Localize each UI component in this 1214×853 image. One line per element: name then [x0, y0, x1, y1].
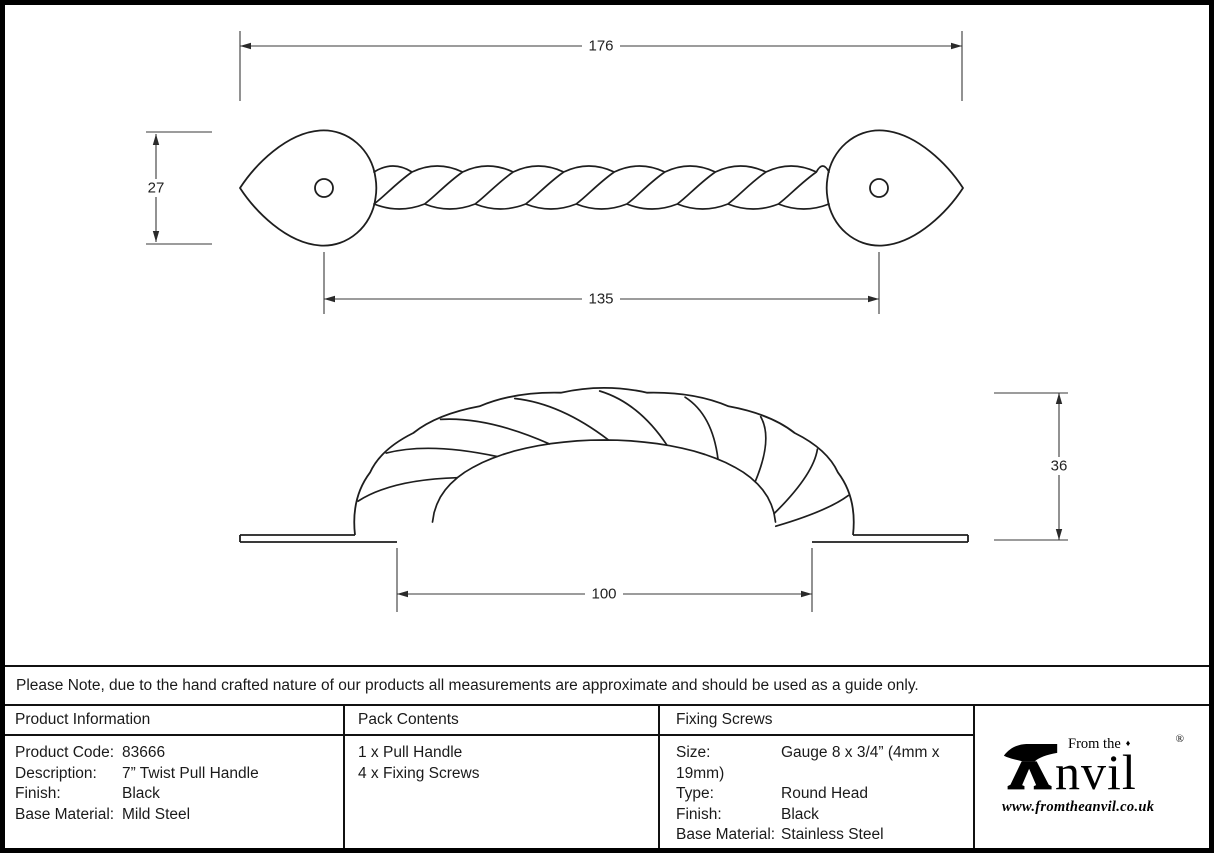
dim-label-176: 176	[588, 38, 613, 55]
top-view	[239, 129, 964, 247]
row-label: Size:	[676, 744, 711, 761]
right-finial	[825, 129, 964, 247]
wordmark-nvil: nvil	[1055, 744, 1137, 800]
table-row: Size:Gauge 8 x 3/4” (4mm x 19mm)	[676, 743, 973, 784]
rope-twist-top-view	[373, 165, 830, 210]
arch-inner-edge	[431, 439, 777, 523]
row-value: 83666	[122, 744, 166, 761]
table-row: Description: 7” Twist Pull Handle	[15, 764, 343, 785]
row-value: Round Head	[781, 785, 869, 802]
left-finial	[239, 129, 378, 247]
table-row: Product Code: 83666	[15, 743, 343, 764]
table-row: Type: Round Head	[676, 784, 973, 805]
row-label: Finish:	[676, 805, 722, 823]
dimension-plate-width: 27	[141, 131, 212, 245]
row-value: Gauge 8 x 3/4” (4mm x 19mm)	[676, 744, 940, 782]
measurement-note-text: Please Note, due to the hand crafted nat…	[16, 676, 919, 694]
header-fixing-screws: Fixing Screws	[660, 706, 975, 736]
row-value: Mild Steel	[122, 805, 191, 823]
dim-label-27: 27	[148, 180, 165, 197]
list-item: 1 x Pull Handle	[358, 744, 463, 761]
header-pack-contents: Pack Contents	[345, 706, 660, 736]
dim-label-135: 135	[588, 291, 613, 308]
dim-label-36: 36	[1051, 458, 1068, 475]
technical-drawing: 176 27 135 100 36	[141, 31, 1075, 612]
rope-twist-side-view	[357, 390, 850, 528]
from-the-anvil-logo: nvil From the♦ ® www.fromtheanvil.co.uk	[1002, 733, 1184, 816]
row-value: Black	[781, 805, 819, 823]
dim-label-100: 100	[591, 586, 616, 603]
row-label: Base Material:	[676, 826, 776, 843]
dimension-fixing-centres: 100	[396, 548, 813, 612]
header-product-information: Product Information	[5, 706, 345, 736]
row-value: Black	[122, 785, 160, 802]
header-label: Product Information	[15, 711, 151, 728]
pack-contents-cell: 1 x Pull Handle 4 x Fixing Screws	[345, 736, 660, 848]
brand-logo-cell: nvil From the♦ ® www.fromtheanvil.co.uk	[975, 706, 1209, 848]
dimension-projection: 36	[994, 392, 1075, 541]
dimension-hole-centres: 135	[323, 252, 880, 314]
row-label: Product Code:	[15, 744, 115, 761]
left-screw-hole	[314, 178, 334, 198]
row-value: Stainless Steel	[781, 826, 884, 843]
spec-table: Product Information Pack Contents Fixing…	[5, 704, 1209, 848]
arch-outer-edge	[353, 386, 855, 536]
table-row: Base Material: Mild Steel	[15, 805, 343, 826]
registered-mark: ®	[1175, 733, 1184, 745]
right-plate	[812, 534, 969, 543]
diamond-icon: ♦	[1125, 738, 1131, 748]
header-label: Fixing Screws	[676, 711, 773, 728]
list-item: 4 x Fixing Screws	[358, 764, 480, 782]
left-plate	[239, 534, 397, 543]
fixing-screws-cell: Size:Gauge 8 x 3/4” (4mm x 19mm) Type: Ro…	[660, 736, 975, 848]
website-url: www.fromtheanvil.co.uk	[1002, 799, 1155, 815]
wordmark-from-the: From the♦	[1068, 736, 1131, 752]
table-row: Finish: Black	[676, 805, 973, 826]
header-label: Pack Contents	[358, 711, 459, 728]
row-label: Description:	[15, 764, 97, 782]
row-label: Type:	[676, 785, 714, 802]
row-label: Finish:	[15, 785, 61, 802]
row-label: Base Material:	[15, 805, 115, 823]
table-row: Base Material: Stainless Steel	[676, 825, 973, 846]
dimension-overall-length: 176	[239, 31, 963, 101]
product-information-cell: Product Code: 83666 Description: 7” Twist …	[5, 736, 345, 848]
row-value: 7” Twist Pull Handle	[122, 764, 259, 782]
side-view	[239, 386, 969, 543]
right-screw-hole	[869, 178, 889, 198]
measurement-note-row: Please Note, due to the hand crafted nat…	[5, 665, 1209, 704]
anvil-icon	[1003, 744, 1058, 790]
table-row: Finish: Black	[15, 784, 343, 805]
